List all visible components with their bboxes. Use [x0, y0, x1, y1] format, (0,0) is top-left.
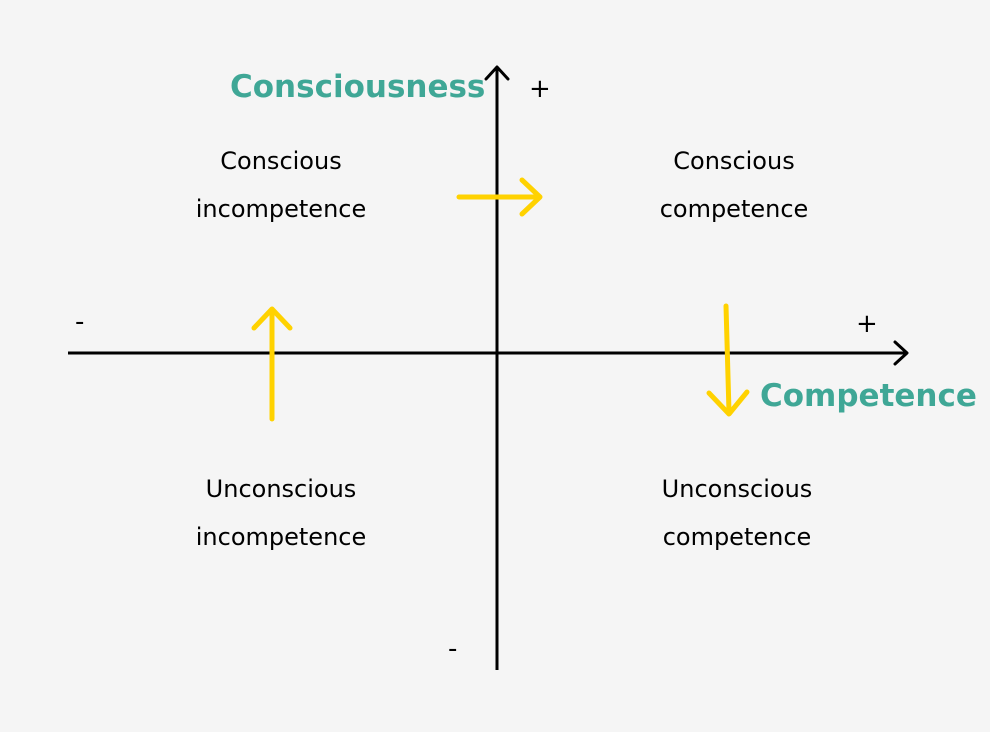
arrow-up-transition [251, 306, 293, 422]
quadrant-top-left: Conscious incompetence [131, 137, 431, 233]
x-axis-title: Competence [760, 378, 977, 414]
arrow-right-transition [456, 177, 543, 217]
quadrant-bottom-right: Unconscious competence [587, 465, 887, 561]
quadrant-label-line2: competence [659, 195, 809, 223]
quadrant-label-line2: incompetence [195, 523, 367, 551]
arrow-down-transition [706, 303, 750, 417]
y-axis-arrowhead [484, 65, 510, 81]
quadrant-label-line1: Unconscious [661, 475, 813, 503]
quadrant-label-line2: competence [662, 523, 812, 551]
y-axis-minus-sign: - [448, 634, 458, 664]
quadrant-top-right: Conscious competence [584, 137, 884, 233]
quadrant-label-line1: Conscious [220, 147, 342, 175]
quadrant-label-line2: incompetence [195, 195, 367, 223]
quadrant-bottom-left: Unconscious incompetence [131, 465, 431, 561]
quadrant-label-line1: Conscious [673, 147, 795, 175]
x-axis-plus-sign: + [856, 309, 878, 339]
y-axis-plus-sign: + [529, 74, 551, 104]
x-axis-arrowhead [893, 340, 909, 366]
quadrant-label-line1: Unconscious [205, 475, 357, 503]
x-axis-minus-sign: - [75, 307, 85, 337]
y-axis-title: Consciousness [230, 69, 486, 105]
